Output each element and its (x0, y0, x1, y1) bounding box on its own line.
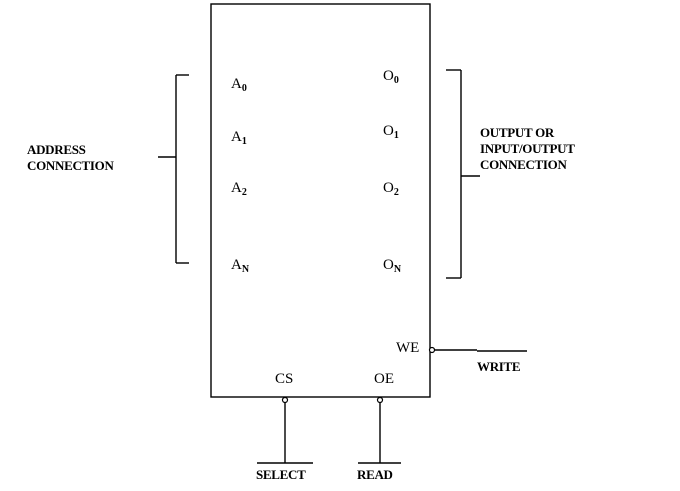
address-pin-a1: A1 (231, 129, 247, 147)
oe-pin-label: OE (374, 371, 394, 387)
cs-pin-label: CS (275, 371, 293, 387)
we-inversion-bubble (428, 346, 436, 354)
address-pin-an: AN (231, 257, 250, 275)
cs-inversion-bubble (281, 396, 289, 404)
address-connection-label: ADDRESS CONNECTION (27, 142, 114, 173)
chip-body (210, 3, 431, 398)
address-label-line-1: ADDRESS (27, 142, 86, 157)
address-bracket (158, 74, 189, 264)
output-label-line-1: OUTPUT OR (480, 125, 555, 140)
address-pin-a0: A0 (231, 76, 247, 94)
address-pin-a2: A2 (231, 180, 247, 198)
oe-inversion-bubble (376, 396, 384, 404)
output-connection-label: OUTPUT OR INPUT/OUTPUT CONNECTION (480, 125, 577, 172)
output-bracket (446, 69, 480, 279)
output-label-line-3: CONNECTION (480, 157, 567, 172)
output-label-line-2: INPUT/OUTPUT (480, 141, 575, 156)
we-pin-label: WE (396, 340, 419, 356)
read-signal-label: READ (357, 467, 393, 482)
write-signal-label: WRITE (477, 359, 520, 374)
output-pin-on: ON (383, 257, 402, 275)
output-pin-o2: O2 (383, 180, 399, 198)
select-signal-label: SELECT (256, 467, 306, 482)
address-label-line-2: CONNECTION (27, 158, 114, 173)
output-pin-o0: O0 (383, 68, 399, 86)
output-pin-o1: O1 (383, 123, 399, 141)
